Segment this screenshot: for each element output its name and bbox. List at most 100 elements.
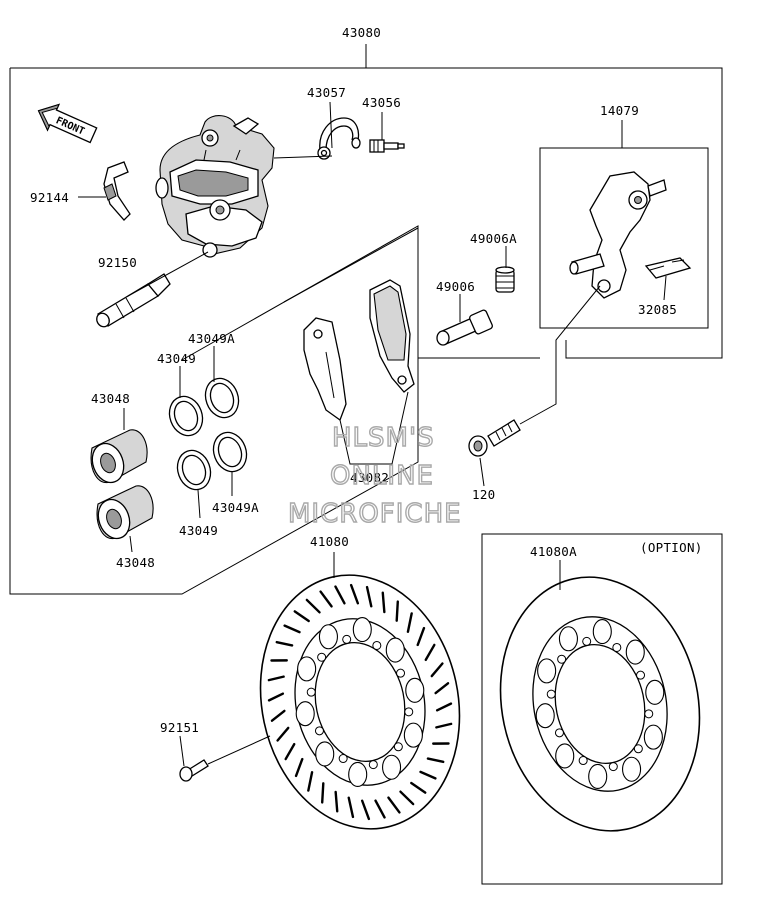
disc-slot [416,626,426,647]
part-120-bolt [468,419,521,457]
disc-slot [267,675,285,682]
label-14079: 14079 [600,103,639,118]
front-direction-arrow: FRONT [37,103,98,144]
disc-slot [381,591,386,614]
label-43080: 43080 [342,25,381,40]
disc-slot [435,702,453,712]
part-92151-bolt [179,759,209,782]
disc-slot [305,598,321,614]
label-92144: 92144 [30,190,69,205]
disc-hole [297,656,317,682]
disc-slot [319,590,333,608]
disc-rivet [306,687,316,697]
disc-slot [374,799,386,819]
part-43048-piston-bottom [96,485,154,540]
label-41080: 41080 [310,534,349,549]
label-92150: 92150 [98,255,137,270]
disc-slot [321,782,325,804]
disc-rivet [314,726,324,736]
disc-slot [276,726,290,742]
disc-slot [294,757,304,778]
disc-slot [410,781,427,794]
disc-rivet [338,754,348,764]
disc-rivet [633,744,643,754]
disc-slot [434,682,450,695]
disc-rivet [554,728,564,738]
label-43056: 43056 [362,95,401,110]
watermark: HLSM'S ONLINE MICROFICHE [287,422,462,529]
disc-hole [588,763,608,789]
disc-hole [592,619,612,645]
pad-kit-outline [283,227,419,303]
option-outline [481,533,723,885]
part-32085-clip [644,257,692,279]
disc-rivet [636,670,646,680]
label-92151: 92151 [160,720,199,735]
part-49006a-boot [495,266,515,293]
part-43082-pad-right [369,279,415,393]
part-43049-seal-bottom [176,449,212,491]
label-41080a: 41080A [530,544,577,559]
disc-slot [283,624,301,634]
leader-lines [78,101,667,767]
label-43049-bottom: 43049 [179,523,218,538]
caliper-body [155,115,275,258]
disc-hole [625,639,645,665]
disc-slot [399,790,415,806]
disc-slot [435,722,453,729]
disc-slot [334,585,346,605]
part-43049a-seal-bottom [212,431,248,473]
disc-hole [385,637,405,663]
part-43049a-seal-top [204,377,240,419]
part-43049-seal-top [168,395,204,437]
disc-hole [622,756,642,782]
label-43049a-bottom: 43049A [212,500,259,515]
disc-hole [537,658,557,684]
label-option: (OPTION) [640,540,703,555]
label-43048-bottom: 43048 [116,555,155,570]
part-43082-pad-left [303,317,347,422]
bracket-kit-outline [539,120,709,329]
label-120: 120 [472,487,495,502]
part-43056-bleeder [369,139,405,153]
disc-slot [293,610,310,623]
disc-rivet [578,756,588,766]
disc-slot [387,796,401,814]
disc-slot [360,799,371,821]
disc-rivet [546,689,556,699]
label-32085: 32085 [638,302,677,317]
label-43057: 43057 [307,85,346,100]
disc-hole [403,722,423,748]
watermark-line-3: MICROFICHE [288,499,462,529]
part-92150-pin [96,273,171,328]
disc-slot [395,600,399,622]
part-43048-piston-top [90,429,148,484]
disc-slot [406,612,413,633]
disc-rivet [582,636,592,646]
disc-hole [295,701,315,727]
label-49006a: 49006A [470,231,517,246]
disc-slot [347,796,355,819]
disc-rivet [368,760,378,770]
disc-rivet [612,642,622,652]
label-43049-top: 43049 [157,351,196,366]
disc-slot [419,770,437,780]
part-labels: 43080 14079 43057 43056 92144 92150 4900… [30,25,703,735]
disc-hole [558,626,578,652]
disc-slot [307,771,314,792]
watermark-line-1: HLSM'S [332,423,435,453]
watermark-line-2: ONLINE [330,461,434,491]
disc-slot [284,742,296,761]
disc-slot [267,692,285,702]
disc-slot [275,640,294,647]
disc-slot [365,585,373,608]
disc-hole [405,677,425,703]
disc-hole [643,724,663,750]
label-43048-top: 43048 [91,391,130,406]
disc-rivet [393,742,403,752]
label-43082: 43082 [350,470,389,485]
disc-slot [349,583,360,605]
disc-rivet [396,668,406,678]
disc-slot [430,662,444,678]
